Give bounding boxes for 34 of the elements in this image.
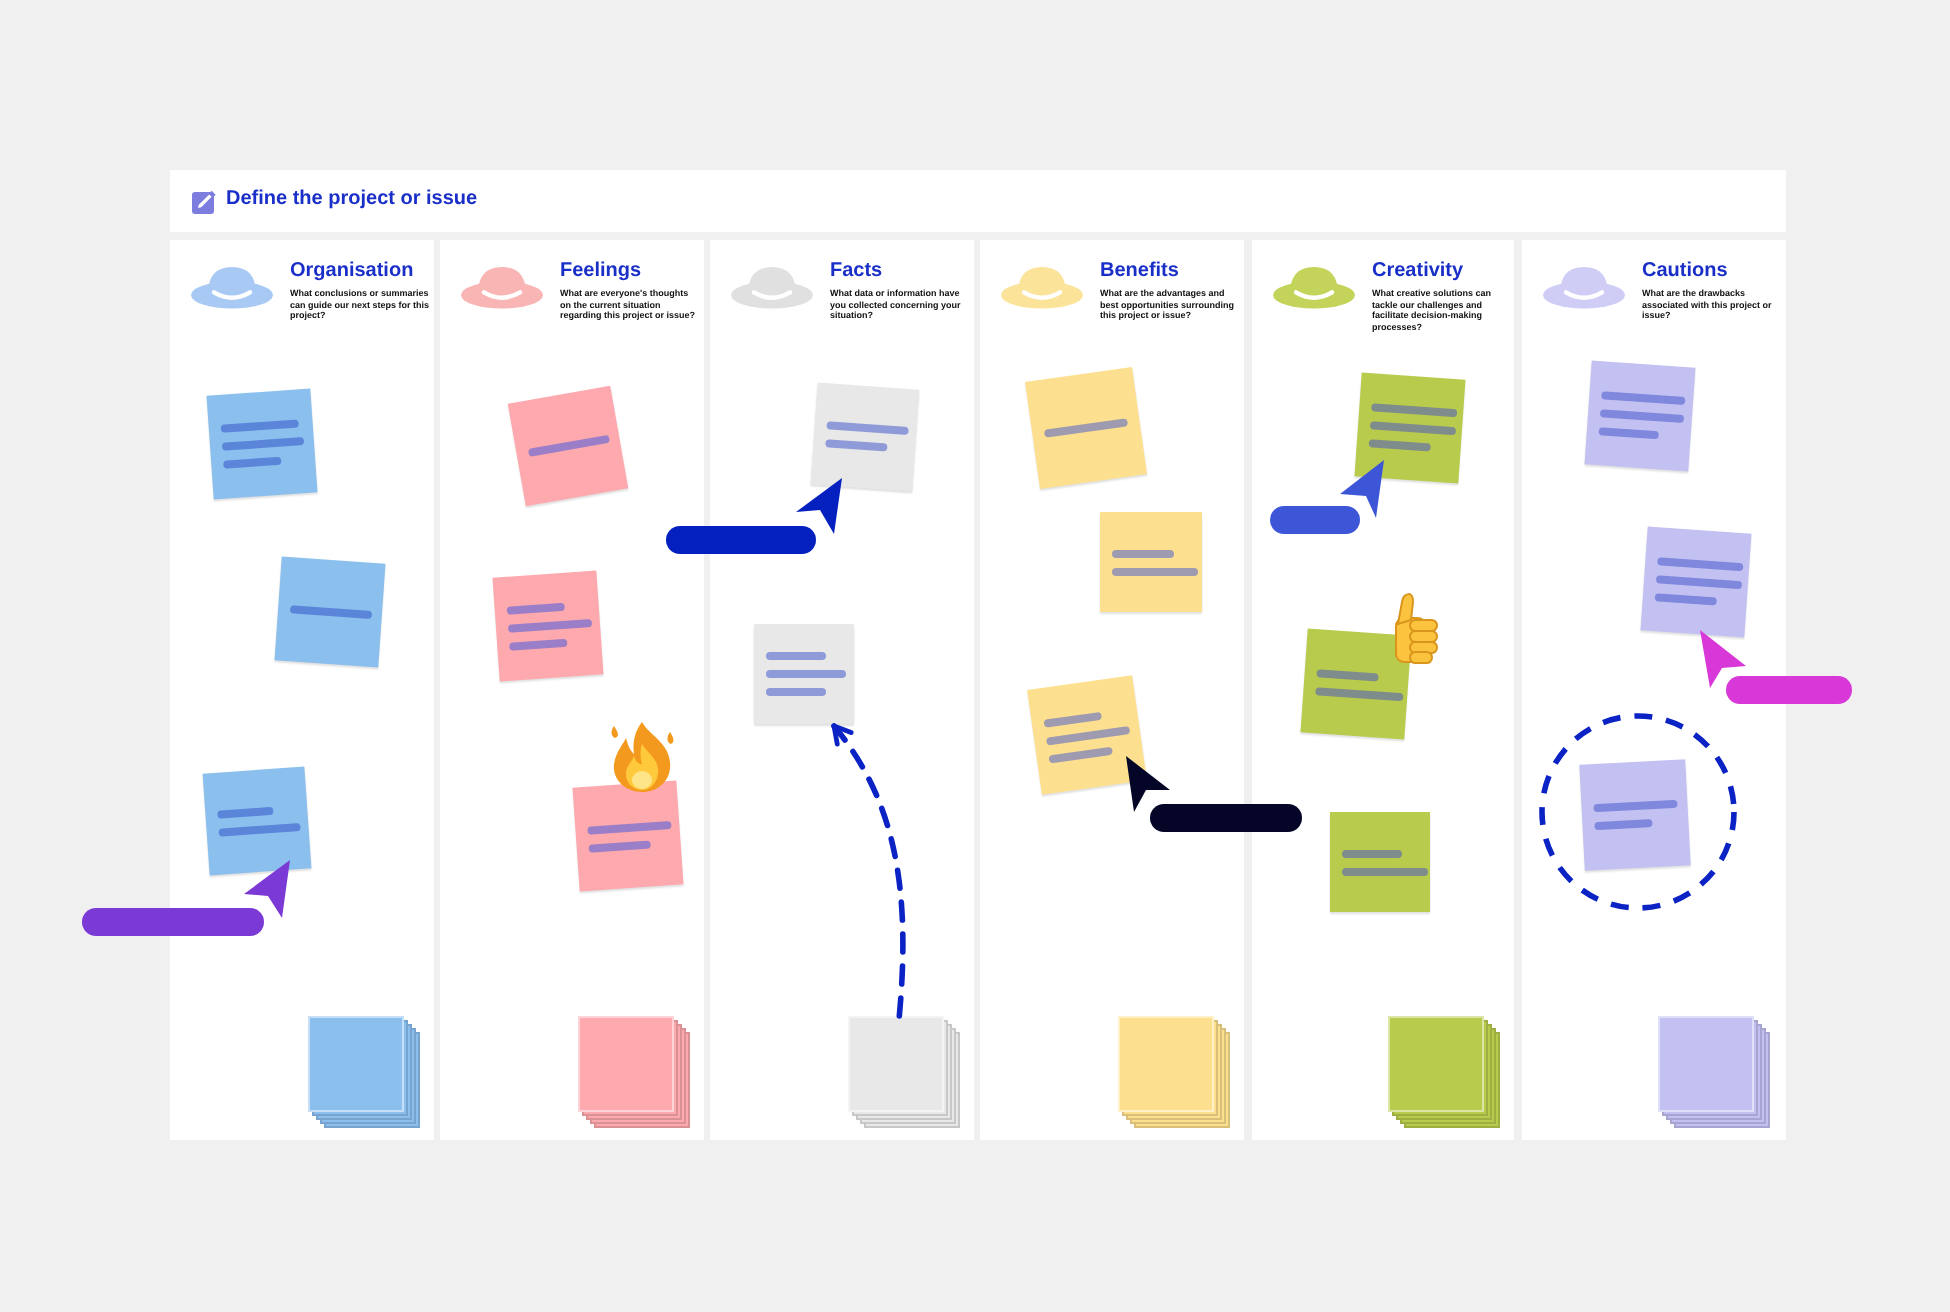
sticky-note	[572, 780, 684, 892]
sticky-note	[274, 556, 386, 668]
sticky-note	[1100, 512, 1202, 612]
column-panel	[980, 240, 1244, 1140]
column-heading: Creativity	[1372, 260, 1464, 282]
column-panel	[1252, 240, 1514, 1140]
sticky-note	[754, 624, 854, 724]
sticky-note	[492, 570, 604, 682]
column-panel	[170, 240, 434, 1140]
column-panel	[1522, 240, 1786, 1140]
sticky-note-stack	[308, 1016, 422, 1130]
sticky-note-stack	[578, 1016, 692, 1130]
sticky-note-stack	[1388, 1016, 1502, 1130]
column-heading: Facts	[830, 260, 883, 282]
sticky-note	[1640, 526, 1752, 638]
column-heading: Feelings	[560, 260, 642, 282]
sticky-note-stack	[848, 1016, 962, 1130]
column-panel	[440, 240, 704, 1140]
sticky-note	[206, 388, 318, 500]
board-title: Define the project or issue	[226, 188, 478, 212]
sticky-note-stack	[1118, 1016, 1232, 1130]
column-heading: Cautions	[1642, 260, 1728, 282]
column-heading: Organisation	[290, 260, 414, 282]
column-panel	[710, 240, 974, 1140]
sticky-note	[1579, 759, 1691, 871]
sticky-note	[810, 382, 920, 492]
dashed-arrow	[831, 723, 906, 1019]
column-heading: Benefits	[1100, 260, 1179, 282]
sticky-note-stack	[1658, 1016, 1772, 1130]
sticky-note	[1330, 812, 1430, 912]
sticky-note	[202, 766, 312, 876]
sticky-note	[1300, 628, 1412, 740]
sticky-note	[1354, 372, 1466, 484]
sticky-note	[1584, 360, 1696, 472]
